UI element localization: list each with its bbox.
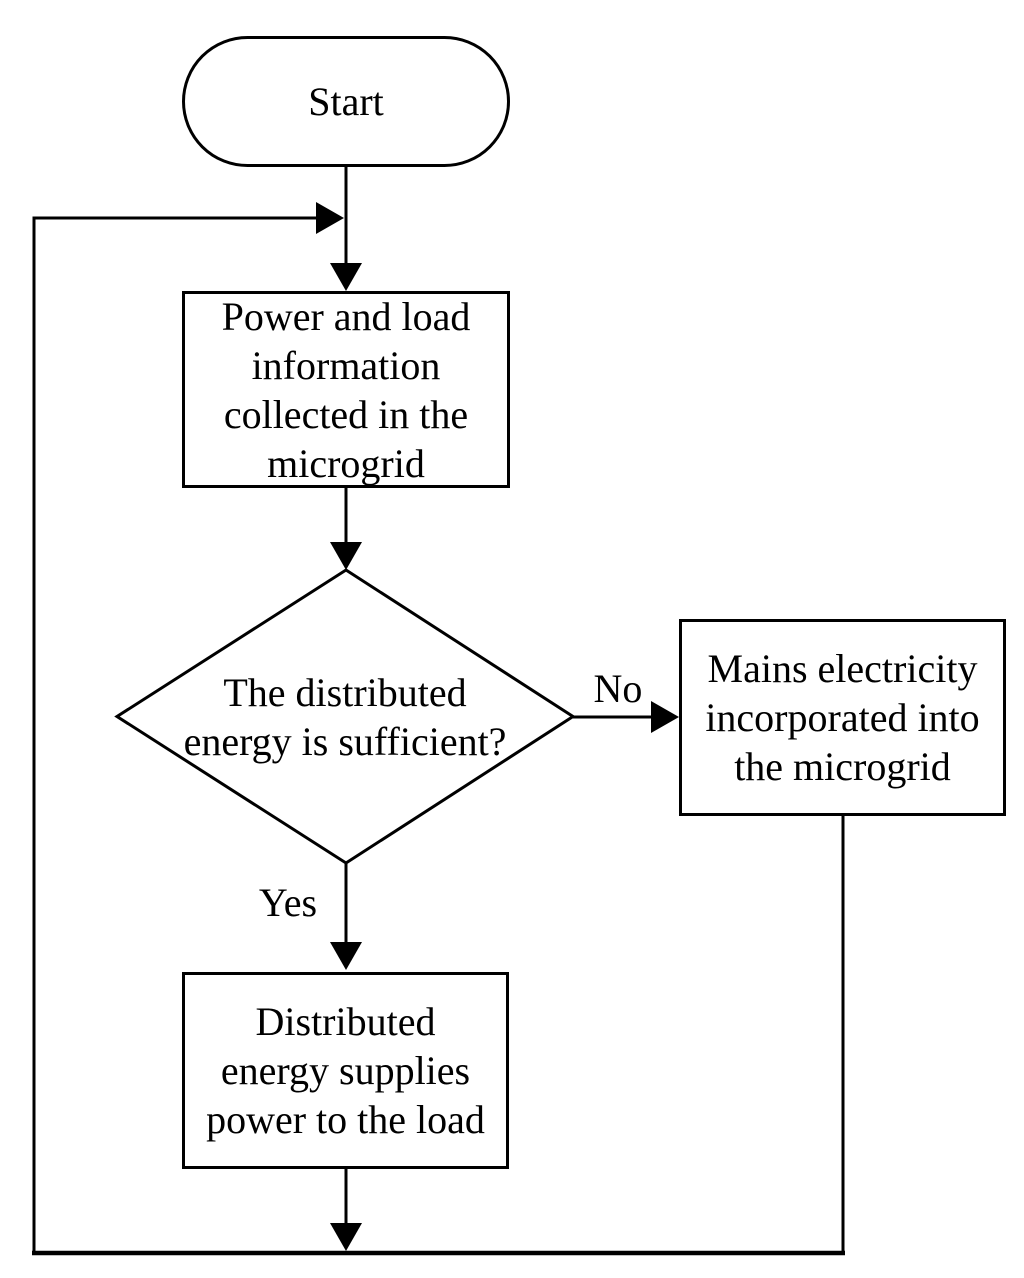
- collect-label-line: microgrid: [267, 440, 425, 486]
- node-mains-electricity: Mains electricity incorporated into the …: [679, 619, 1006, 816]
- mains-label-line: Mains electricity: [707, 646, 978, 691]
- supply-label-line: power to the load: [206, 1097, 485, 1142]
- arrowhead-feedback-right: [316, 202, 344, 234]
- arrowhead-into-mains: [651, 701, 679, 733]
- edge-left-loop: [32, 216, 318, 1255]
- node-decision: The distributed energy is sufficient?: [117, 570, 573, 863]
- supply-label-line: energy supplies: [220, 1048, 471, 1093]
- arrowhead-into-decision: [330, 542, 362, 570]
- mains-label-line: incorporated into: [705, 695, 980, 740]
- mains-label-line: the microgrid: [734, 744, 951, 789]
- arrowhead-into-collect: [330, 263, 362, 291]
- no-branch-label: No: [593, 666, 643, 711]
- node-start: Start: [182, 36, 510, 167]
- node-distributed-supply: Distributed energy supplies power to the…: [182, 972, 509, 1169]
- node-collect-info: Power and load information collected in …: [182, 291, 510, 488]
- yes-branch-label: Yes: [258, 880, 318, 925]
- collect-label-line: collected in the: [223, 391, 469, 437]
- arrowhead-into-bottom-line: [330, 1223, 362, 1251]
- decision-label-line: energy is sufficient?: [183, 718, 507, 764]
- supply-label-line: Distributed: [255, 999, 436, 1044]
- start-label: Start: [308, 79, 384, 124]
- arrowhead-into-supply: [330, 942, 362, 970]
- decision-label-line: The distributed: [223, 669, 467, 715]
- collect-label-line: information: [251, 342, 441, 388]
- collect-label-line: Power and load: [221, 293, 471, 339]
